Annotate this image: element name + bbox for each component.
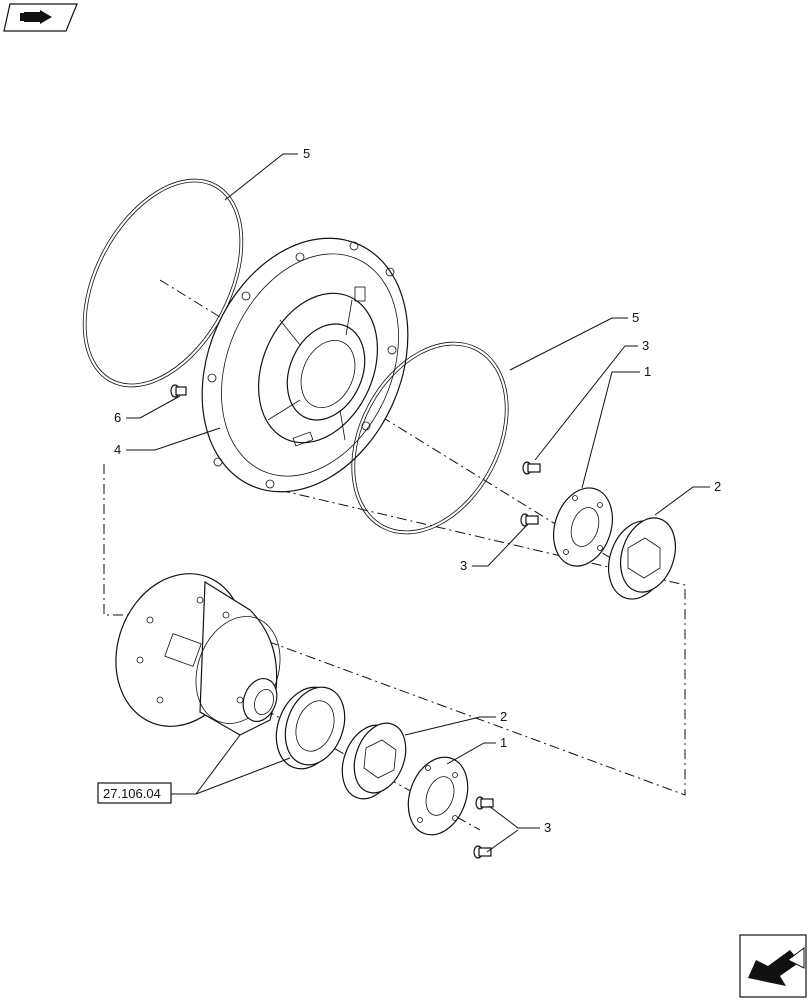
screw-3-lower-a	[475, 796, 494, 810]
callout-3-upper: 3	[642, 338, 649, 353]
lock-plate-upper	[553, 487, 613, 567]
callout-2-upper: 2	[714, 479, 721, 494]
next-page-arrow-icon[interactable]	[739, 934, 807, 998]
screw-3-upper	[522, 461, 541, 475]
lock-plate-lower	[407, 756, 469, 836]
differential-case	[115, 573, 281, 736]
callout-2-lower: 2	[500, 709, 507, 724]
screw-3-lower-b	[473, 845, 492, 859]
callout-1-upper: 1	[644, 364, 651, 379]
ring-nut-lower	[341, 722, 407, 800]
callout-1-lower: 1	[500, 735, 507, 750]
o-ring-lower	[351, 341, 509, 535]
callout-5-right: 5	[632, 310, 639, 325]
reference-link-box[interactable]: 27.106.04	[97, 782, 172, 804]
screw-6	[170, 384, 187, 398]
screw-3-left	[520, 513, 539, 527]
callout-6: 6	[114, 410, 121, 425]
hand-pointer-icon[interactable]	[3, 3, 78, 32]
bearing	[275, 686, 346, 770]
reference-label: 27.106.04	[103, 786, 161, 801]
ring-nut-upper	[608, 517, 676, 600]
housing-flange	[201, 237, 409, 493]
callout-3-left: 3	[460, 558, 467, 573]
callout-4: 4	[114, 442, 121, 457]
callout-3-lower: 3	[544, 820, 551, 835]
leader-lines	[126, 153, 710, 853]
callout-5-top: 5	[303, 146, 310, 161]
